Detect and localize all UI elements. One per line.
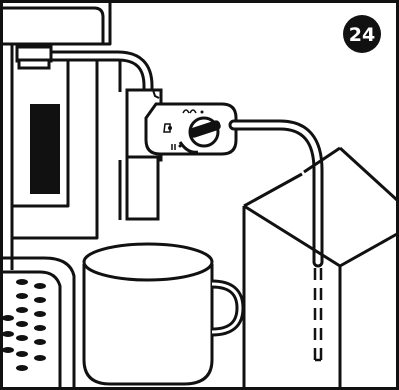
cup-icon: [84, 244, 240, 384]
step-badge: 24: [343, 15, 381, 53]
display-panel: [30, 104, 60, 194]
coffee-machine-icon: [2, 2, 120, 270]
step-number: 24: [349, 24, 375, 46]
selector-knob-icon: [146, 104, 236, 154]
milk-tube-icon: [234, 125, 321, 360]
drip-tray-icon: [2, 258, 74, 388]
